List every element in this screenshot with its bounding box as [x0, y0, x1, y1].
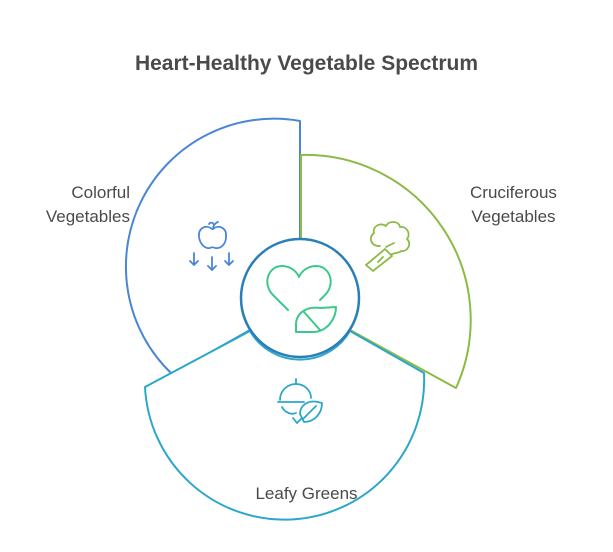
label-cruciferous-vegetables: Cruciferous Vegetables: [470, 181, 557, 229]
sector-leafy: [144, 330, 426, 521]
label-colorful-vegetables: Colorful Vegetables: [46, 181, 130, 229]
label-cruciferous-line-1: Cruciferous: [470, 183, 557, 202]
label-colorful-line-1: Colorful: [71, 183, 130, 202]
label-colorful-line-2: Vegetables: [45, 207, 130, 226]
label-cruciferous-line-2: Vegetables: [471, 207, 556, 226]
apple-arrows-icon: [189, 221, 234, 271]
diagram-title: Heart-Healthy Vegetable Spectrum: [134, 52, 479, 75]
broccoli-icon: [365, 221, 411, 272]
lettuce-leaf-icon: [277, 378, 323, 424]
heart-leaf-icon: [266, 265, 337, 333]
center-circle: [239, 237, 361, 359]
label-leafy-line-1: Leafy Greens: [255, 484, 358, 503]
label-leafy-greens: Leafy Greens: [0, 482, 613, 506]
